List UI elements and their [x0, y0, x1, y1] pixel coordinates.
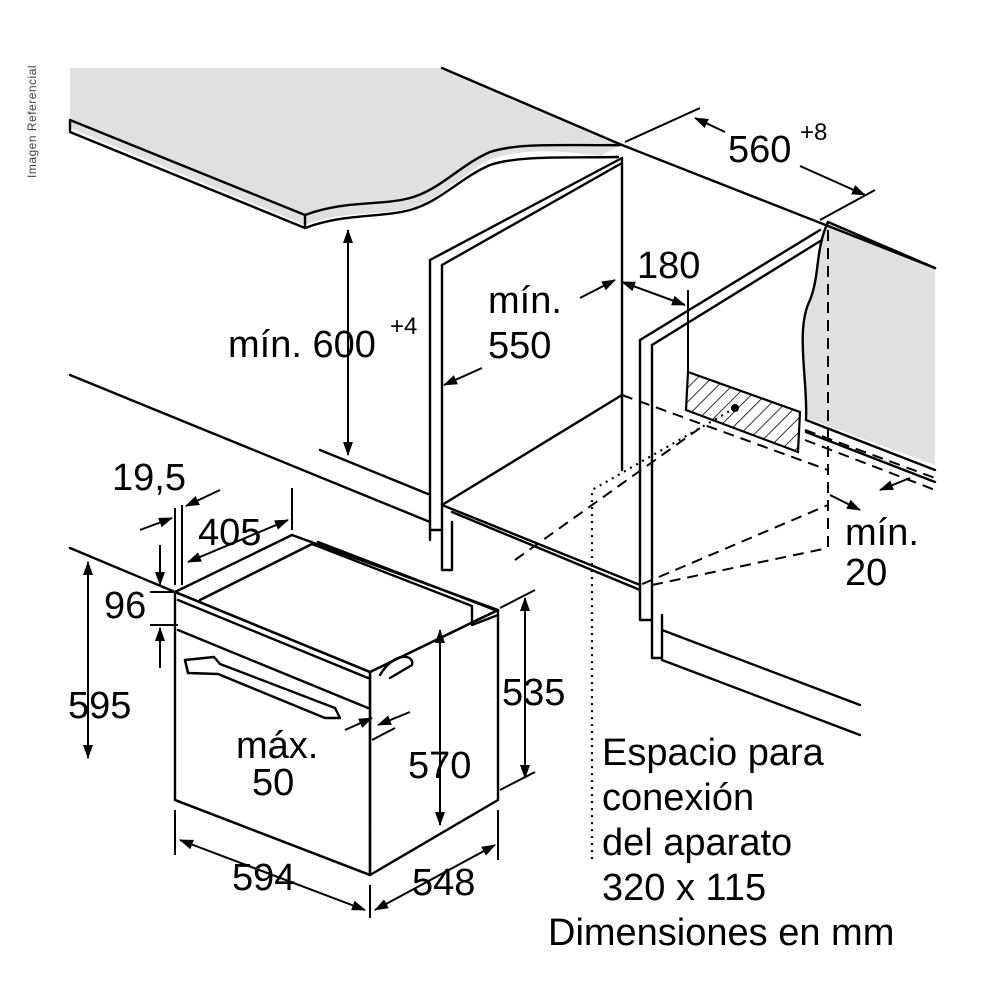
dimension-labels: 560 +8 180 mín. 550 mín. 600 +4 19,5 405…	[68, 119, 919, 904]
dimension-lines	[83, 107, 911, 918]
note-line-2: conexión	[602, 777, 754, 819]
dim-595: 595	[68, 685, 131, 727]
dim-594: 594	[232, 857, 295, 899]
connection-area	[590, 370, 802, 862]
niche-hidden-lines	[441, 230, 936, 587]
dim-600-label: mín. 600	[228, 324, 376, 366]
dim-max-value: 50	[252, 762, 294, 804]
dim-550: 550	[488, 325, 551, 367]
dim-600-tolerance: +4	[390, 313, 417, 340]
cabinet-niche	[68, 143, 937, 737]
dim-20-label: mín.	[845, 512, 919, 554]
side-label: Imagen Referencial	[25, 65, 39, 178]
dim-max-label: máx.	[236, 725, 318, 767]
dim-405: 405	[198, 512, 261, 554]
dim-550-label: mín.	[488, 280, 562, 322]
dim-19-5: 19,5	[112, 457, 186, 499]
note-line-3: del aparato	[602, 822, 792, 864]
dim-548: 548	[412, 862, 475, 904]
countertop	[68, 66, 624, 230]
connection-note: Espacio para conexión del aparato 320 x …	[548, 732, 894, 954]
dim-560: 560	[728, 129, 791, 171]
dim-96: 96	[104, 585, 146, 627]
dim-560-tolerance: +8	[800, 119, 827, 146]
dim-535: 535	[502, 672, 565, 714]
oven	[173, 533, 500, 877]
note-line-1: Espacio para	[602, 732, 825, 774]
dim-20: 20	[845, 552, 887, 594]
units-note: Dimensiones en mm	[548, 912, 894, 954]
dim-180: 180	[637, 245, 700, 287]
note-size: 320 x 115	[602, 867, 766, 909]
dim-570: 570	[408, 745, 471, 787]
